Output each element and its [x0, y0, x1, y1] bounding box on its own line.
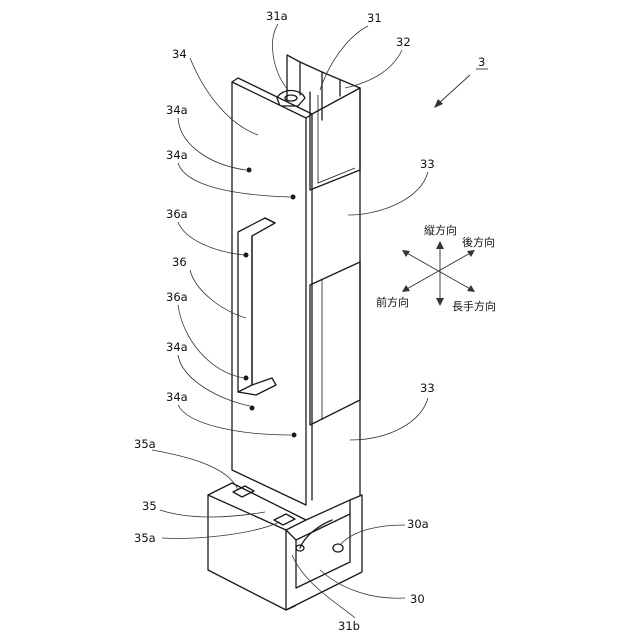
label-35a-top: 35a	[134, 437, 156, 451]
hole-34a-1	[247, 168, 252, 173]
dir-front: 前方向	[376, 295, 409, 309]
label-3: 3	[478, 55, 485, 69]
hole-34a-3	[250, 406, 255, 411]
label-34a-4: 34a	[166, 390, 188, 404]
label-31b: 31b	[338, 619, 360, 633]
label-35a-bottom: 35a	[134, 531, 156, 545]
label-33-bottom: 33	[420, 381, 435, 395]
dir-longitudinal: 長手方向	[452, 299, 496, 313]
side-panel-33	[310, 88, 360, 500]
base-30	[208, 483, 362, 610]
label-34a-1: 34a	[166, 103, 188, 117]
direction-compass	[402, 241, 475, 306]
label-36: 36	[172, 255, 187, 269]
label-34: 34	[172, 47, 187, 61]
label-30: 30	[410, 592, 425, 606]
label-31: 31	[367, 11, 382, 25]
label-35: 35	[142, 499, 157, 513]
label-31a: 31a	[266, 9, 288, 23]
dir-rear: 後方向	[462, 235, 495, 249]
hole-34a-2	[291, 195, 296, 200]
label-36a-1: 36a	[166, 207, 188, 221]
label-34a-3: 34a	[166, 340, 188, 354]
label-34a-2: 34a	[166, 148, 188, 162]
label-32: 32	[396, 35, 411, 49]
dir-vertical: 縦方向	[424, 223, 457, 237]
hole-34a-4	[292, 433, 297, 438]
label-33-top: 33	[420, 157, 435, 171]
label-30a: 30a	[407, 517, 429, 531]
label-36a-2: 36a	[166, 290, 188, 304]
figure-ref-arrow	[434, 69, 488, 108]
direction-labels: 縦方向 後方向 前方向 長手方向	[376, 223, 496, 313]
